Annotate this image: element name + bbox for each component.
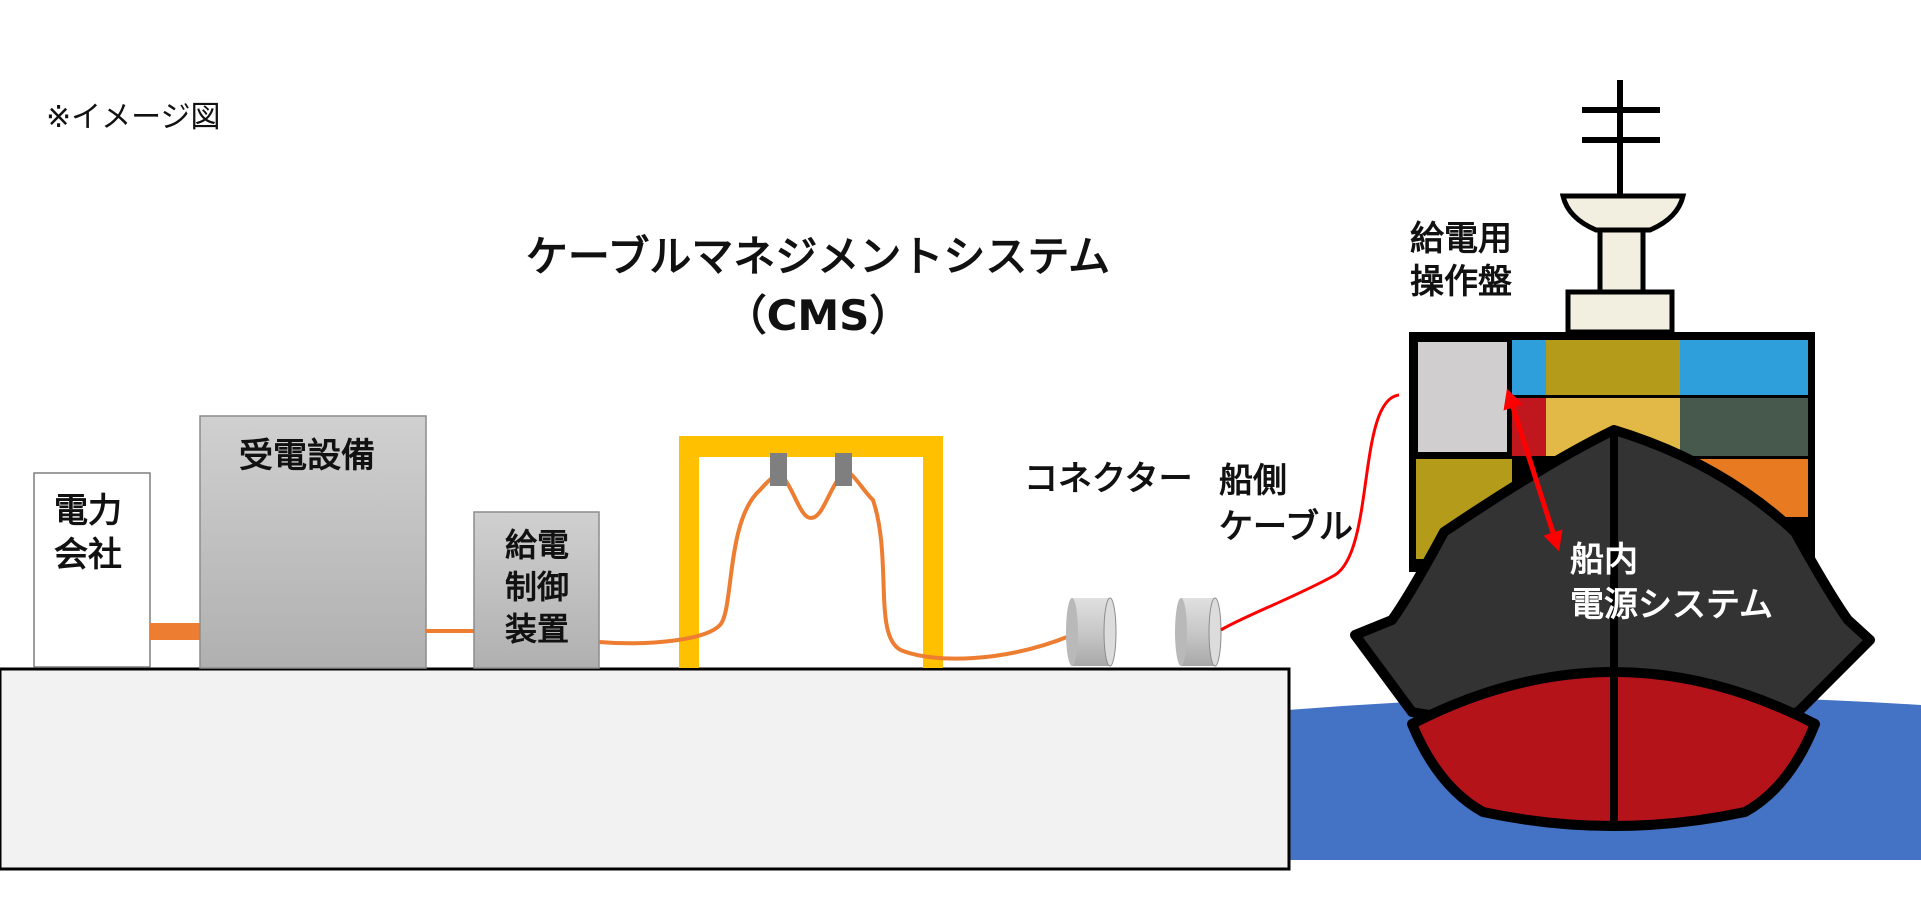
ship-funnel: [1597, 227, 1646, 295]
supply-cable-orange: [598, 469, 1073, 661]
power-company-label-line1: 電力: [54, 491, 122, 531]
cms-title-line1: ケーブルマネジメントシステム: [526, 232, 1110, 281]
ship-cable-red: [1220, 393, 1400, 632]
connector-ship: [1175, 597, 1222, 667]
receiving-equipment-label: 受電設備: [239, 436, 375, 476]
supply-control-label-line1: 給電: [505, 526, 569, 564]
utility-connection-bar: [150, 623, 200, 640]
power-company-label-line2: 会社: [54, 535, 122, 575]
image-note: ※イメージ図: [46, 100, 221, 135]
connector-shore: [1066, 597, 1117, 667]
ship-mast-yard-bottom: [1582, 137, 1660, 143]
container-olive: [1546, 340, 1680, 395]
connector-label: コネクター: [1024, 459, 1193, 499]
ship-cable-label-line2: ケーブル: [1219, 507, 1353, 547]
supply-control-label-line2: 制御: [505, 568, 569, 606]
ship-power-system-label-line1: 船内: [1570, 540, 1638, 580]
panel-to-system-arrow: [1503, 388, 1563, 552]
cms-frame: [679, 436, 943, 668]
cms-title-line2: （CMS）: [725, 291, 912, 340]
container-darkgreen: [1680, 398, 1808, 456]
cable-clamp-left: [770, 453, 787, 486]
cms-frame-top-bar: [679, 437, 943, 457]
ship-cable-label-line1: 船側: [1219, 461, 1287, 501]
supply-control-label-line3: 装置: [505, 610, 569, 648]
power-company-box: [33, 472, 151, 668]
receiving-equipment-box: [199, 415, 427, 669]
ship-bridge-top: [1565, 289, 1675, 335]
quay: [0, 667, 1291, 871]
ship-panel-label-line1: 給電用: [1410, 219, 1512, 259]
supply-control-box: [473, 511, 600, 669]
ship-power-system-label-line2: 電源システム: [1570, 585, 1773, 625]
ship-supply-panel: [1414, 338, 1511, 456]
container-blue: [1680, 340, 1808, 395]
cable-clamp-right: [835, 453, 852, 486]
container-blue-small: [1512, 340, 1546, 395]
ship-mast-yard-top: [1582, 107, 1660, 113]
ship: [1350, 80, 1875, 831]
ship-radar-dish: [1559, 193, 1687, 233]
ship-panel-label-line2: 操作盤: [1410, 262, 1512, 302]
